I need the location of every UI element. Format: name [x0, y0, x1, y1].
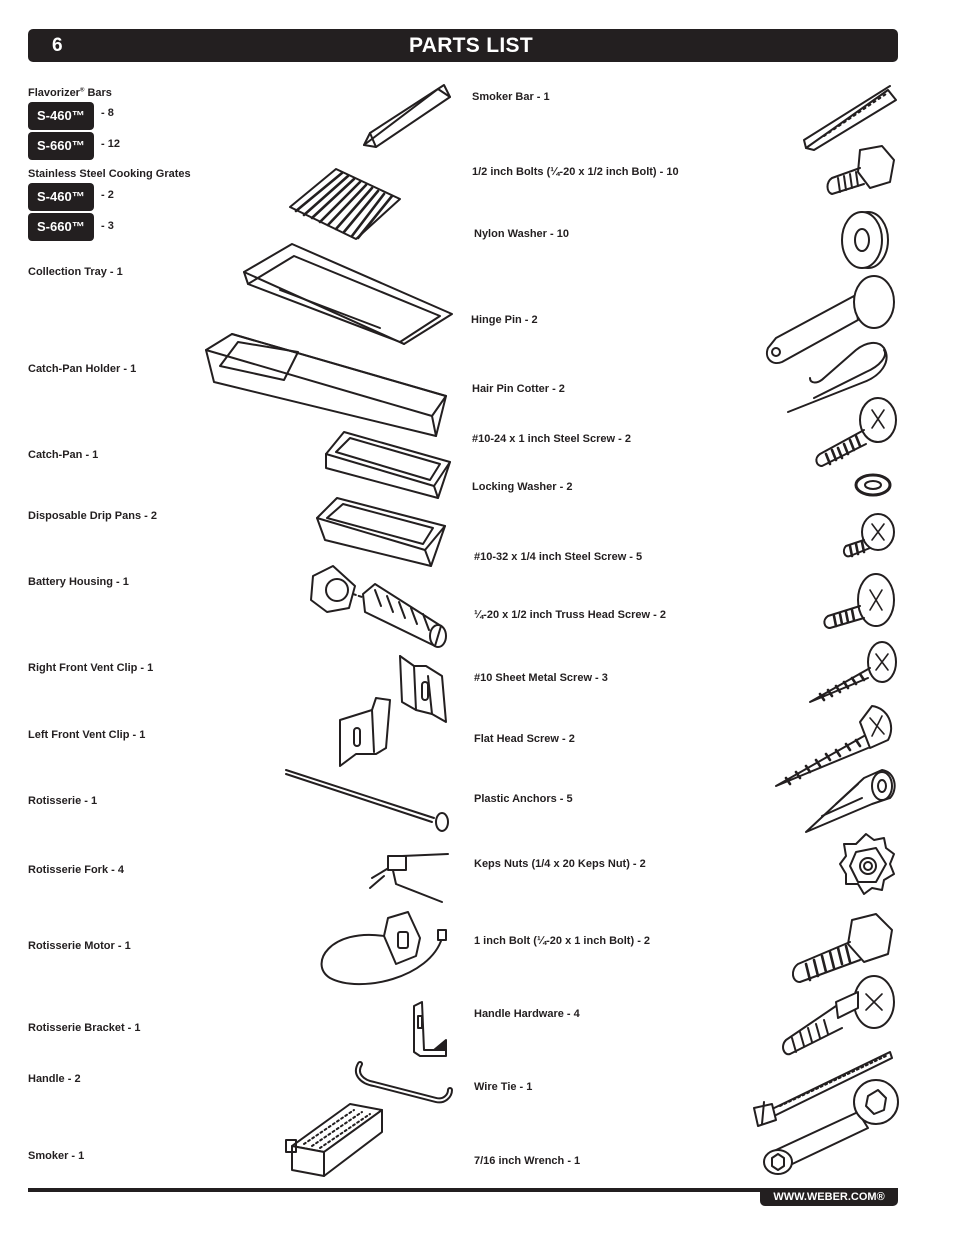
hair-pin-cotter-label: Hair Pin Cotter - 2 [472, 383, 565, 395]
page-title: PARTS LIST [409, 34, 533, 57]
grate-badge-s660: S-660™ [28, 213, 94, 241]
locking-washer-illustration [854, 473, 892, 497]
cooking-grate-illustration [289, 168, 401, 240]
flat-head-screw-label: Flat Head Screw - 2 [474, 733, 575, 745]
one-inch-bolt-label: 1 inch Bolt (¼-20 x 1 inch Bolt) - 2 [474, 935, 651, 947]
hair-pin-cotter-illustration [787, 342, 888, 413]
flavorizer-bars-label: Flavorizer® Bars [28, 87, 112, 99]
flavorizer-s660-qty: - 12 [101, 138, 120, 150]
handle-hardware-label: Handle Hardware - 4 [474, 1008, 580, 1020]
keps-nuts-label: Keps Nuts (1/4 x 20 Keps Nut) - 2 [474, 858, 646, 870]
left-vent-clip-label: Left Front Vent Clip - 1 [28, 729, 146, 741]
flavorizer-s460-qty: - 8 [101, 107, 114, 119]
catch-pan-illustration [325, 431, 451, 499]
collection-tray-illustration [243, 243, 453, 345]
handle-label: Handle - 2 [28, 1073, 81, 1085]
handle-hardware-illustration [782, 975, 895, 1056]
rotisserie-motor-label: Rotisserie Motor - 1 [28, 940, 131, 952]
page-number: 6 [52, 35, 63, 56]
battery-housing-illustration [310, 565, 447, 648]
page-header: 6 PARTS LIST [28, 29, 898, 62]
locking-washer-label: Locking Washer - 2 [472, 481, 573, 493]
catch-pan-holder-illustration [205, 333, 447, 437]
plastic-anchors-label: Plastic Anchors - 5 [474, 793, 573, 805]
wrench-label: 7/16 inch Wrench - 1 [474, 1155, 581, 1167]
wire-tie-illustration [753, 1051, 893, 1127]
catch-pan-holder-label: Catch-Pan Holder - 1 [28, 363, 137, 375]
smoker-bar-illustration [803, 85, 897, 151]
model-badge-s660: S-660™ [28, 132, 94, 160]
model-badge-s460: S-460™ [28, 102, 94, 130]
sheet-metal-screw-label: #10 Sheet Metal Screw - 3 [474, 672, 608, 684]
hinge-pin-illustration [766, 275, 895, 364]
flavorizer-text: Flavorizer [28, 87, 80, 99]
steel-screw-1in-illustration [815, 397, 897, 467]
nylon-washer-illustration [841, 211, 889, 269]
footer-url: WWW.WEBER.COM® [760, 1188, 898, 1206]
handle-illustration [354, 1061, 453, 1104]
grate-badge-s460: S-460™ [28, 183, 94, 211]
rotisserie-bracket-label: Rotisserie Bracket - 1 [28, 1022, 141, 1034]
right-vent-clip-illustration [399, 655, 447, 723]
steel-screw-1in-label: #10-24 x 1 inch Steel Screw - 2 [472, 433, 631, 445]
rotisserie-motor-illustration [320, 911, 447, 986]
smoker-label: Smoker - 1 [28, 1150, 85, 1162]
collection-tray-label: Collection Tray - 1 [28, 266, 123, 278]
smoker-bar-label: Smoker Bar - 1 [472, 91, 550, 103]
rotisserie-spit-illustration [285, 769, 449, 832]
drip-pans-illustration [316, 497, 446, 567]
flavorizer-bar-illustration [363, 84, 451, 148]
flat-head-screw-illustration [775, 705, 893, 787]
rotisserie-label: Rotisserie - 1 [28, 795, 98, 807]
catch-pan-label: Catch-Pan - 1 [28, 449, 99, 461]
half-inch-bolt-illustration [826, 145, 895, 195]
smoker-illustration [285, 1103, 383, 1177]
half-inch-bolts-label: 1/2 inch Bolts (¼-20 x 1/2 inch Bolt) - … [472, 166, 679, 178]
flavorizer-suffix: Bars [84, 87, 112, 99]
left-vent-clip-illustration [339, 697, 391, 767]
sheet-metal-screw-illustration [809, 641, 897, 703]
battery-housing-label: Battery Housing - 1 [28, 576, 129, 588]
steel-screw-quarter-illustration [842, 513, 895, 558]
one-inch-bolt-illustration [792, 913, 893, 983]
truss-head-screw-label: ¼-20 x 1/2 inch Truss Head Screw - 2 [474, 609, 666, 621]
wire-tie-label: Wire Tie - 1 [474, 1081, 533, 1093]
registered-mark: ® [79, 87, 85, 94]
cooking-grates-label: Stainless Steel Cooking Grates [28, 168, 191, 180]
keps-nut-illustration [839, 833, 895, 895]
drip-pans-label: Disposable Drip Pans - 2 [28, 510, 157, 522]
rotisserie-bracket-illustration [413, 1001, 447, 1057]
truss-head-screw-illustration [823, 573, 895, 629]
nylon-washer-label: Nylon Washer - 10 [474, 228, 569, 240]
rotisserie-fork-illustration [369, 853, 449, 903]
steel-screw-quarter-label: #10-32 x 1/4 inch Steel Screw - 5 [474, 551, 643, 563]
plastic-anchor-illustration [805, 769, 896, 833]
hinge-pin-label: Hinge Pin - 2 [471, 314, 538, 326]
grate-s660-qty: - 3 [101, 220, 114, 232]
rotisserie-fork-label: Rotisserie Fork - 4 [28, 864, 124, 876]
footer-rule [28, 1188, 898, 1192]
grate-s460-qty: - 2 [101, 189, 114, 201]
wrench-illustration [763, 1079, 899, 1175]
right-vent-clip-label: Right Front Vent Clip - 1 [28, 662, 154, 674]
